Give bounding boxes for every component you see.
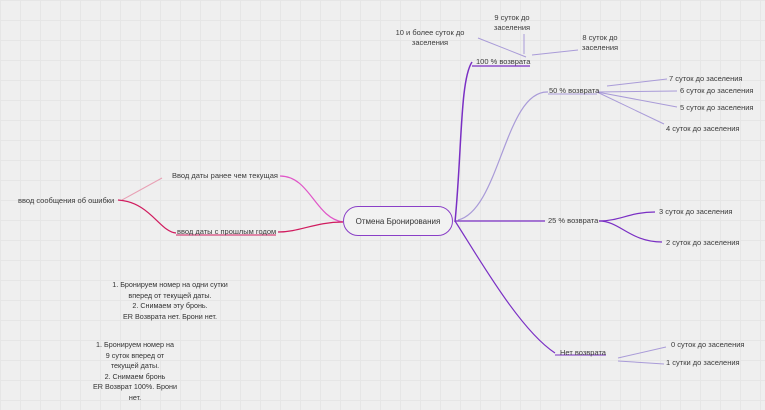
edge-root-no-refund (454, 220, 556, 354)
node-date-before-today[interactable]: Ввод даты ранее чем текущая (172, 171, 278, 180)
edge-half-7 (606, 78, 668, 87)
edge-error-to-date-last-year (117, 199, 177, 234)
root-node[interactable]: Отмена Бронирования (343, 206, 453, 236)
note-line: 2. Снимаем эту бронь. (132, 301, 208, 310)
edge-full-refund-8 (531, 49, 579, 56)
edge-no-refund-1 (617, 360, 665, 365)
edge-half-5 (596, 91, 678, 108)
node-quarter-refund[interactable]: 25 % возврата (548, 216, 599, 225)
node-date-last-year[interactable]: ввод даты с прошлым годом (177, 227, 277, 236)
edge-no-refund-0 (617, 346, 667, 359)
node-2-days[interactable]: 2 суток до заселения (666, 238, 740, 247)
node-no-refund[interactable]: Нет возврата (560, 348, 606, 357)
node-half-refund[interactable]: 50 % возврата (549, 86, 600, 95)
node-1-day[interactable]: 1 сутки до заселения (666, 358, 740, 367)
edge-root-date-before-today (279, 175, 344, 223)
edge-root-date-last-year (277, 221, 344, 233)
note-line: текущей даты. (110, 361, 160, 370)
note-line: 9 суток вперед от (105, 350, 165, 360)
note-line: 2. Снимаем бронь (104, 371, 166, 381)
edge-half-4 (596, 91, 665, 125)
node-full-refund[interactable]: 100 % возврата (476, 57, 531, 66)
edge-root-full-refund (454, 61, 473, 223)
edge-quarter-3 (598, 211, 656, 222)
edge-root-half-refund (457, 91, 549, 221)
node-error-message[interactable]: ввод сообщения об ошибки (18, 196, 115, 205)
node-4-days[interactable]: 4 суток до заселения (666, 124, 740, 133)
note-line: 1. Бронируем номер на (96, 340, 174, 349)
note-line: ER Возврата нет. Брони нет. (123, 311, 217, 321)
node-5-days[interactable]: 5 суток до заселения (680, 103, 754, 112)
test-note-2: 1. Бронируем номер на 9 суток вперед от … (80, 340, 190, 403)
test-note-1: 1. Бронируем номер на одни сутки вперед … (90, 280, 250, 322)
node-3-days[interactable]: 3 суток до заселения (659, 207, 733, 216)
node-8-days[interactable]: 8 суток до заселения (581, 33, 619, 52)
note-line: нет. (128, 392, 142, 402)
edge-full-refund-10plus (477, 37, 527, 58)
edge-half-6 (596, 90, 678, 93)
note-line: ER Возврат 100%. Брони (92, 382, 177, 391)
node-6-days[interactable]: 6 суток до заселения (680, 86, 754, 95)
note-line: 1. Бронируем номер на одни сутки (112, 280, 228, 289)
root-node-label: Отмена Бронирования (355, 216, 441, 226)
edge-quarter-2 (598, 220, 663, 243)
node-9-days[interactable]: 9 суток до заселения (493, 13, 531, 32)
edge-error-to-date-before-today (121, 177, 163, 201)
node-7-days[interactable]: 7 суток до заселения (669, 74, 743, 83)
node-10-plus-days[interactable]: 10 и более суток до заселения (395, 28, 465, 47)
note-line: вперед от текущей даты. (128, 290, 212, 300)
node-0-days[interactable]: 0 суток до заселения (671, 340, 745, 349)
